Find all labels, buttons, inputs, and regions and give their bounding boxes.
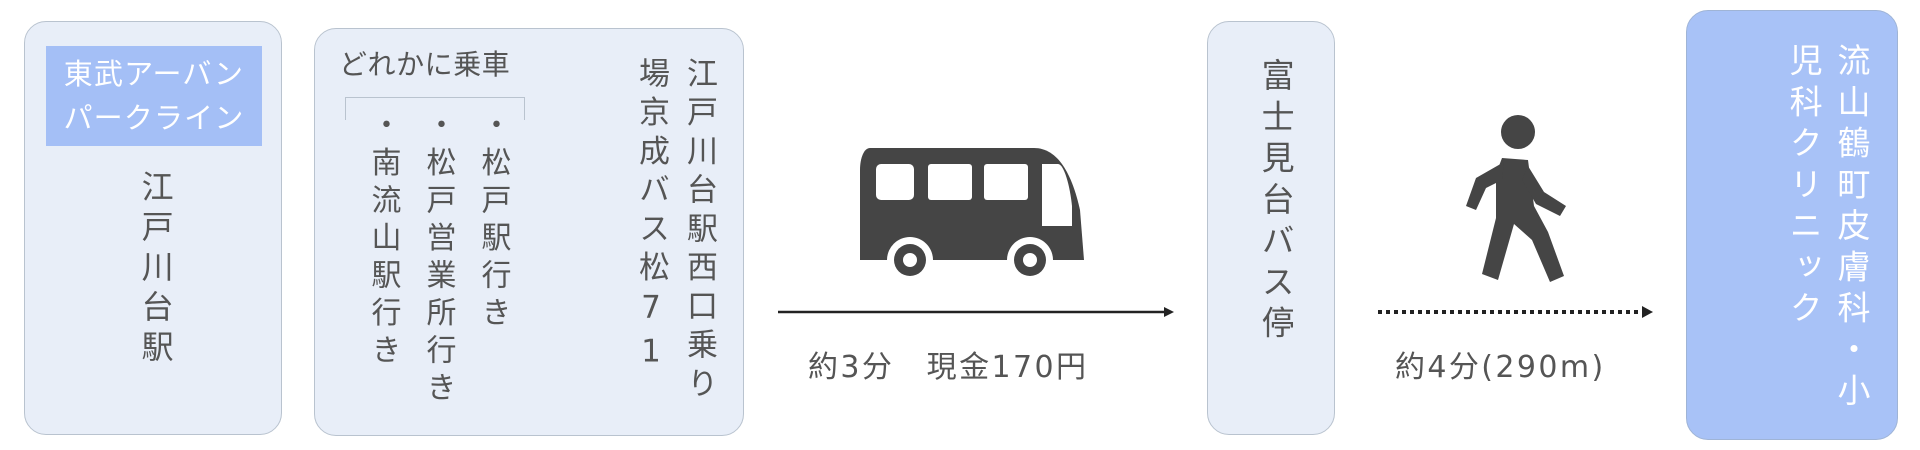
ride-time-fare: 約3分 現金170円 xyxy=(808,350,1089,385)
bus-stop-info: 江戸川台駅西口乗り場京成バス松71 xyxy=(632,57,717,406)
bus-destination: ・松戸営業所行き xyxy=(420,109,456,409)
destination-box: 流山鶴町皮膚科・小児科クリニック xyxy=(1686,10,1898,440)
walking-person-icon xyxy=(1466,115,1566,282)
bus-stop-box: 富士見台バス停 xyxy=(1207,21,1335,435)
line-name-line-1: 東武アーバン xyxy=(63,57,245,91)
bus-destination: ・南流山駅行き xyxy=(365,109,401,372)
bus-route-box: どれかに乗車 ・松戸駅行き ・松戸営業所行き ・南流山駅行き 江戸川台駅西口乗り… xyxy=(314,28,744,436)
clinic-name: 流山鶴町皮膚科・小児科クリニック xyxy=(1784,43,1871,415)
walking-arrow xyxy=(1378,306,1653,318)
bus-destination: ・松戸駅行き xyxy=(475,109,511,334)
line-name-line-2: パークライン xyxy=(63,101,245,135)
bus-stop-name: 富士見台バス停 xyxy=(1256,58,1296,347)
destination-bracket xyxy=(345,97,525,120)
bus-ride-arrow xyxy=(778,307,1174,317)
station-name: 江戸川台駅 xyxy=(136,170,175,370)
bus-heading: どれかに乗車 xyxy=(339,48,511,81)
station-box: 東武アーバン パークライン 江戸川台駅 xyxy=(24,21,282,435)
bus-icon xyxy=(860,148,1084,283)
walk-time-distance: 約4分(290m) xyxy=(1395,350,1606,385)
line-name-label: 東武アーバン パークライン xyxy=(46,46,262,146)
